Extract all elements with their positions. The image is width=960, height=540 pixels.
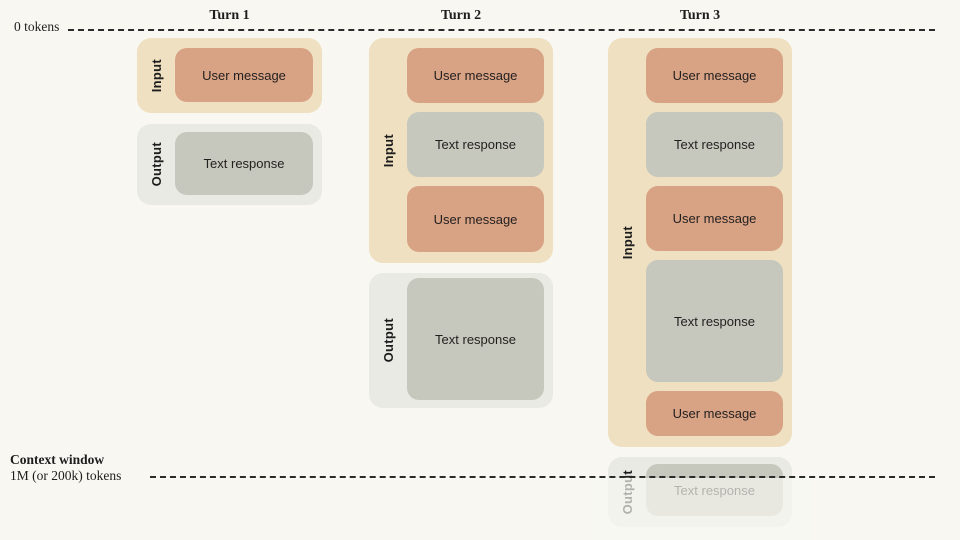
- context-overflow-fade: [592, 478, 812, 540]
- turn-1-input-group: Input User message: [137, 38, 322, 113]
- context-window-subtitle: 1M (or 200k) tokens: [10, 467, 122, 483]
- input-label: Input: [148, 58, 164, 93]
- user-message-block: User message: [646, 186, 783, 251]
- context-window-label: Context window 1M (or 200k) tokens: [10, 452, 121, 483]
- output-label: Output: [380, 318, 396, 363]
- text-response-block: Text response: [646, 112, 783, 177]
- turn-1-output-group: Output Text response: [137, 124, 322, 205]
- context-window-title: Context window: [10, 452, 105, 467]
- zero-tokens-line: [68, 29, 935, 31]
- text-response-block: Text response: [175, 132, 313, 195]
- user-message-block: User message: [646, 48, 783, 103]
- text-response-block: Text response: [646, 260, 783, 382]
- output-label: Output: [148, 142, 164, 187]
- user-message-block: User message: [407, 186, 544, 252]
- turn-1-title: Turn 1: [209, 8, 250, 23]
- turn-3-input-group: Input User message Text response User me…: [608, 38, 792, 447]
- input-label: Input: [619, 225, 635, 260]
- turn-3-title: Turn 3: [679, 8, 721, 23]
- context-window-limit-line: [150, 476, 935, 478]
- turn-2-title: Turn 2: [440, 8, 482, 23]
- user-message-block: User message: [407, 48, 544, 103]
- user-message-block: User message: [646, 391, 783, 436]
- text-response-block: Text response: [407, 278, 544, 400]
- zero-tokens-label: 0 tokens: [14, 19, 60, 34]
- turn-2-output-group: Output Text response: [369, 273, 553, 408]
- input-label: Input: [380, 133, 396, 168]
- text-response-block: Text response: [407, 112, 544, 177]
- user-message-block: User message: [175, 48, 313, 102]
- turn-2-input-group: Input User message Text response User me…: [369, 38, 553, 263]
